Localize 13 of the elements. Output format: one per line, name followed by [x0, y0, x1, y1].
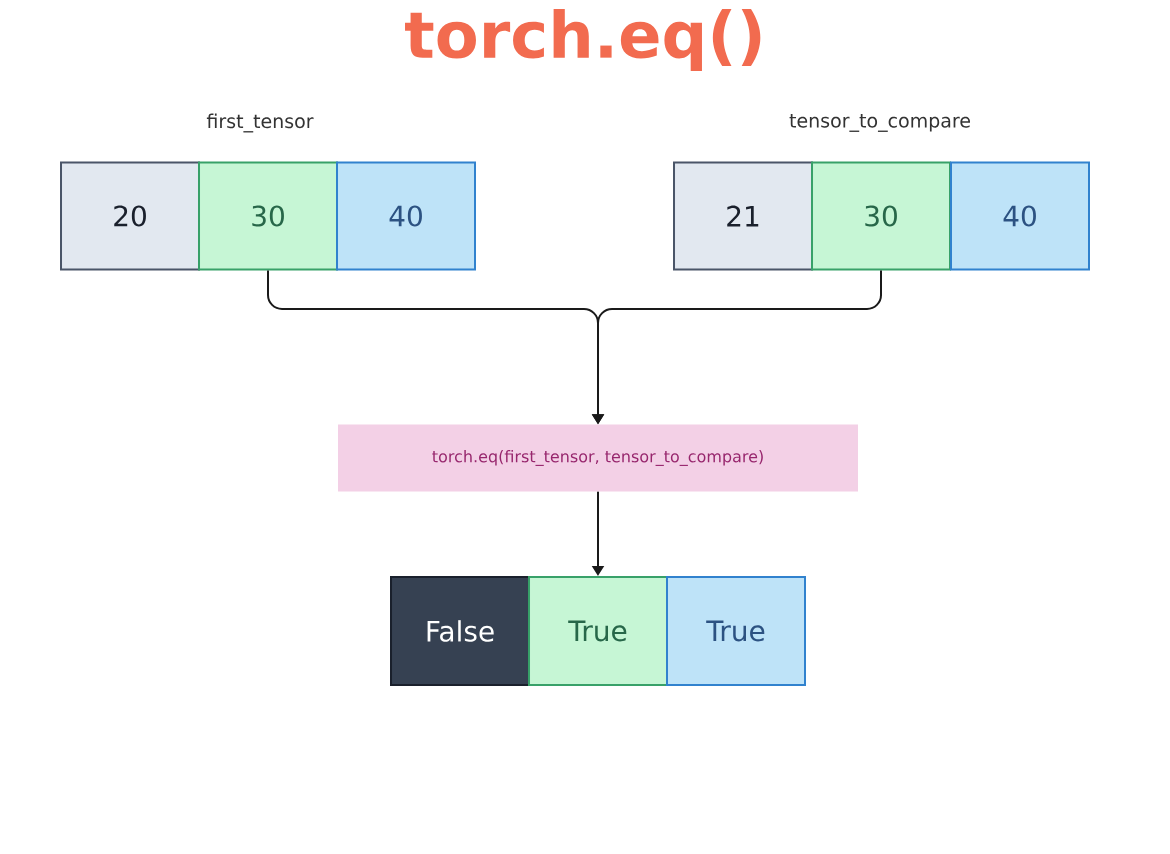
tensor-cell: False — [390, 576, 530, 686]
function-box: torch.eq(first_tensor, tensor_to_compare) — [338, 424, 858, 492]
tensor-cell: True — [528, 576, 668, 686]
tensor-cell: 30 — [811, 161, 951, 271]
array-label: first_tensor — [206, 113, 314, 133]
title: torch.eq() — [405, 9, 761, 71]
tensor-cell: True — [666, 576, 806, 686]
tensor-cell: 20 — [60, 161, 200, 271]
array-label: tensor_to_compare — [789, 114, 970, 132]
tensor-cell: 21 — [673, 161, 813, 271]
tensor-cell: 30 — [198, 161, 338, 271]
tensor-cell: 40 — [950, 161, 1090, 271]
tensor-cell: 40 — [336, 161, 476, 271]
